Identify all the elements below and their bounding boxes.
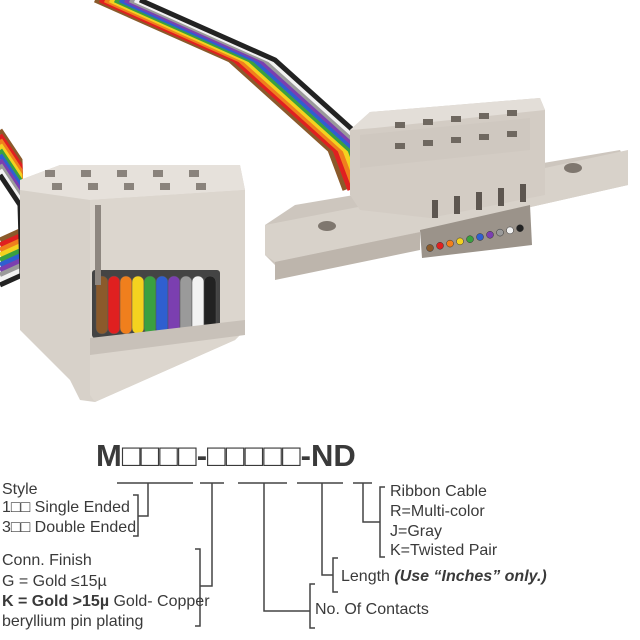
contact-slot: [432, 200, 438, 218]
wire-end: [143, 275, 157, 335]
contact-hole: [395, 122, 405, 128]
finish-option-k-line2: beryllium pin plating: [2, 613, 144, 630]
contacts-label: No. Of Contacts: [315, 601, 429, 618]
contact-hole: [196, 183, 206, 190]
finish-option-k: K = Gold >15µ Gold- Copper: [2, 593, 210, 611]
length-label: Length (Use “Inches” only.): [341, 568, 547, 586]
length-note: (Use “Inches” only.): [394, 568, 547, 585]
contact-hole: [45, 170, 55, 177]
length-text: Length: [341, 568, 395, 585]
contact-hole: [160, 183, 170, 190]
contact-hole: [88, 183, 98, 190]
cable-assembly-illustration: [0, 0, 628, 402]
wire-end: [516, 224, 524, 232]
mount-hole: [564, 163, 582, 173]
contact-hole: [117, 170, 127, 177]
wire-end: [496, 228, 504, 237]
wire-end: [131, 275, 145, 335]
contact-hole: [81, 170, 91, 177]
wire-end: [119, 275, 133, 335]
finish-k-desc: Gold- Copper: [109, 593, 210, 610]
contact-hole: [451, 116, 461, 122]
left-connector: [20, 165, 245, 402]
wire-end: [155, 275, 169, 335]
wire-end: [486, 231, 494, 239]
contact-hole: [395, 143, 405, 149]
wire-end: [436, 242, 444, 250]
contact-hole: [507, 110, 517, 116]
contact-slot: [476, 192, 482, 210]
contact-slot: [498, 188, 504, 206]
contact-hole: [153, 170, 163, 177]
wire-end: [466, 235, 474, 243]
contact-slot: [520, 184, 526, 202]
ribbon-cable-top: [93, 0, 393, 191]
wire-end: [476, 233, 484, 241]
wire-end: [506, 226, 514, 235]
ribbon-cable-left: [0, 128, 25, 288]
contact-hole: [52, 183, 62, 190]
ribbon-option-j: J=Gray: [390, 523, 443, 540]
wire-end: [446, 239, 454, 248]
style-heading: Style: [2, 481, 38, 498]
ribbon-option-k: K=Twisted Pair: [390, 542, 498, 559]
contact-hole: [189, 170, 199, 177]
wire-end: [179, 275, 193, 335]
style-option-single: 1□□ Single Ended: [2, 499, 130, 516]
ribbon-heading: Ribbon Cable: [390, 483, 487, 500]
wire-end: [456, 237, 464, 246]
wire-end: [107, 275, 121, 335]
part-number-template: M□□□□-□□□□□-ND: [96, 438, 356, 473]
right-connector: [265, 98, 628, 280]
wire-end: [167, 275, 181, 335]
finish-heading: Conn. Finish: [2, 552, 92, 569]
contact-slot: [454, 196, 460, 214]
contact-hole: [507, 131, 517, 137]
wire-end: [426, 244, 434, 252]
contact-hole: [451, 137, 461, 143]
contact-hole: [479, 134, 489, 140]
ribbon-wire: [113, 0, 368, 191]
contact-hole: [423, 140, 433, 146]
ribbon-option-r: R=Multi-color: [390, 503, 485, 520]
finish-option-g: G = Gold ≤15µ: [2, 573, 107, 590]
ribbon-wire: [108, 0, 363, 191]
contact-hole: [124, 183, 134, 190]
contact-hole: [479, 113, 489, 119]
contact-hole: [423, 119, 433, 125]
mount-hole: [318, 221, 336, 231]
style-option-double: 3□□ Double Ended: [2, 519, 137, 536]
finish-k-code: K = Gold >15µ: [2, 593, 110, 610]
